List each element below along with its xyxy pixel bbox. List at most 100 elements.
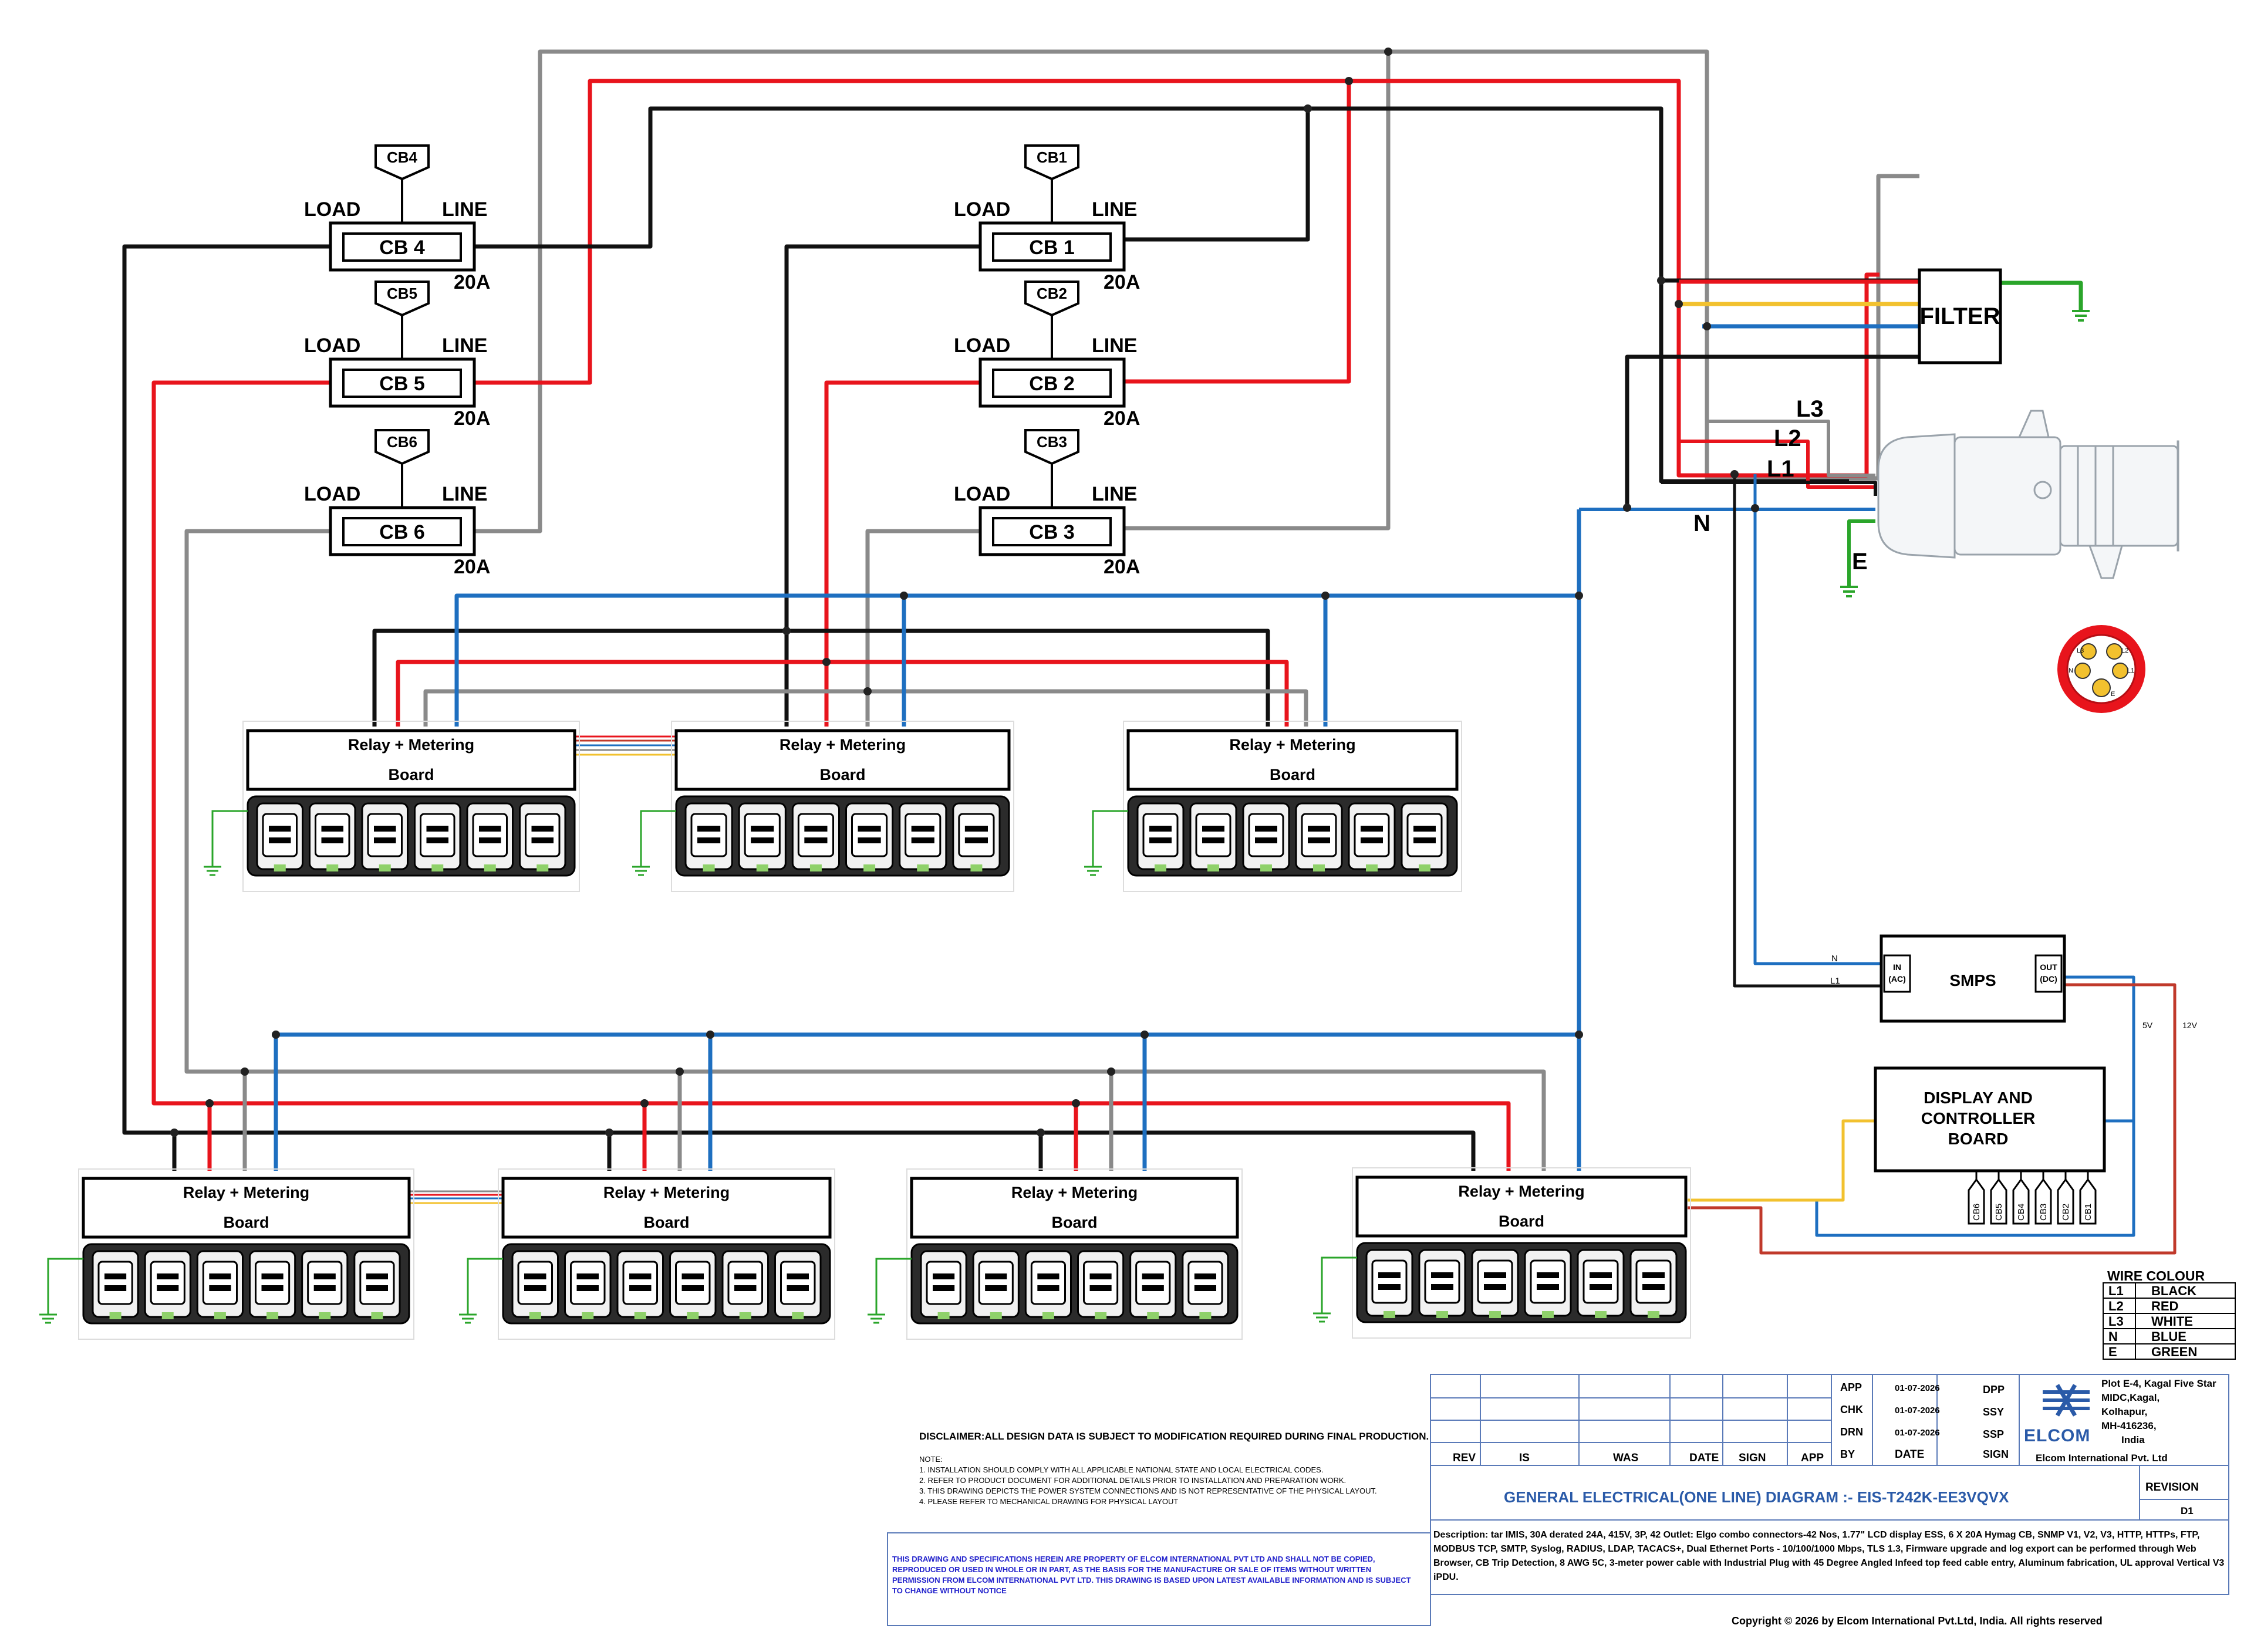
disclaimer: DISCLAIMER:ALL DESIGN DATA IS SUBJECT TO…: [919, 1431, 1429, 1442]
wire-cb5-load: [151, 380, 1511, 1171]
address: Plot E-4, Kagal Five Star MIDC,Kagal, Ko…: [2101, 1377, 2216, 1447]
wire-plug-l2: [1679, 440, 1875, 489]
board-subtitle: Board: [819, 766, 865, 783]
cb6-load: LOAD: [304, 483, 360, 505]
notes: NOTE: 1. INSTALLATION SHOULD COMPLY WITH…: [919, 1454, 1377, 1507]
wire-code: L1: [2108, 1283, 2124, 1298]
rev-header: WAS: [1613, 1452, 1638, 1464]
cb2-rating: 20A: [1104, 407, 1140, 430]
display-cb-tag: CB3: [2034, 1171, 2052, 1225]
approval-sign: SSP: [1983, 1428, 2004, 1440]
note-2: 2. REFER TO PRODUCT DOCUMENT FOR ADDITIO…: [919, 1476, 1347, 1485]
pin-l1: L1: [2127, 667, 2134, 674]
outlet-icon: [144, 1250, 191, 1319]
approval-sign: DPP: [1983, 1384, 2005, 1396]
outlet-icon: [1189, 802, 1237, 871]
wire-smps-l1: [1733, 474, 1881, 988]
cb3-tag: CB3: [1037, 433, 1067, 451]
wire-smps-12v: [1688, 983, 2177, 1255]
outlet-icon: [1129, 1250, 1177, 1319]
smps: IN (AC) OUT (DC) SMPS N L1 5V 12V: [1830, 934, 2198, 1030]
company-name: Elcom International Pvt. Ltd: [2036, 1452, 2168, 1464]
address-line-0: Plot E-4, Kagal Five Star: [2101, 1378, 2216, 1389]
outlet-icon: [1524, 1249, 1572, 1318]
outlet-icon: [196, 1250, 244, 1319]
plug-l2-label: L2: [1774, 425, 1801, 451]
outlet-icon: [972, 1250, 1020, 1319]
wire-plug-l1: [1661, 481, 1877, 496]
smps-out-dc-label: (DC): [2040, 974, 2057, 984]
plug-n-label: N: [1693, 511, 1710, 536]
approval-sign: SSY: [1983, 1406, 2004, 1418]
rev-header: APP: [1801, 1452, 1824, 1464]
display-cb-tag: CB6: [1968, 1171, 1985, 1225]
outlet-icon: [738, 802, 787, 871]
cb4-label: CB 4: [379, 237, 425, 259]
display-cb-tag-label: CB4: [2016, 1204, 2026, 1221]
outlet-icon: [952, 802, 1001, 871]
industrial-plug: L3 L2 L1 N E: [1693, 396, 2179, 713]
display-cb-tag-label: CB5: [1994, 1204, 2004, 1221]
outlet-icon: [1077, 1250, 1125, 1319]
outlet-icon: [791, 802, 841, 871]
wire-cb2-load: [824, 380, 980, 727]
wire-l1-cb4: [470, 106, 1849, 484]
board-title: Relay + Metering: [1229, 736, 1355, 754]
cb6-tag: CB6: [387, 433, 417, 451]
display-line3: BOARD: [1948, 1130, 2009, 1148]
cb1-load: LOAD: [954, 198, 1010, 221]
outlet-icon: [1401, 802, 1449, 871]
outlet-icon: [301, 1250, 349, 1319]
wire-l2-cb2: [1124, 81, 1351, 384]
cb4-rating: 20A: [454, 271, 490, 293]
outlet-icon: [92, 1250, 139, 1319]
wire-l3-cb3: [1124, 52, 1391, 531]
smps-in-label: IN: [1893, 962, 1901, 972]
cb5-tag: CB5: [387, 285, 417, 302]
display-cb-tag: CB1: [2079, 1171, 2097, 1225]
address-line-4: India: [2121, 1434, 2145, 1445]
display-cb-tag-label: CB2: [2061, 1204, 2071, 1221]
wire-cb1-load: [784, 244, 980, 727]
approval-role: BY: [1840, 1448, 1855, 1460]
smps-12v-label: 12V: [2182, 1021, 2198, 1030]
outlet-icon: [1348, 802, 1396, 871]
revision-label: REVISION: [2145, 1481, 2199, 1494]
rev-header: SIGN: [1739, 1452, 1766, 1464]
wire-smps-n: [1753, 474, 1881, 965]
cb5-load: LOAD: [304, 335, 360, 357]
cb6-rating: 20A: [454, 556, 490, 578]
wire-cb6-load: [184, 529, 1546, 1171]
wire-l1-cb1: [1124, 109, 1310, 242]
board-title: Relay + Metering: [348, 736, 474, 754]
outlet-icon: [1136, 802, 1185, 871]
pin-l2: L2: [2121, 647, 2128, 654]
outlet-icon: [920, 1250, 967, 1319]
cb4-line: LINE: [442, 198, 487, 221]
elcom-logo-icon: [2043, 1384, 2090, 1417]
approval-date: 01-07-2026: [1895, 1406, 1940, 1415]
outlet-icon: [899, 802, 947, 871]
outlet-icon: [466, 802, 514, 871]
approval-date: DATE: [1895, 1448, 1924, 1461]
cb5-label: CB 5: [379, 373, 424, 395]
display-line1: DISPLAY AND: [1924, 1089, 2033, 1107]
wire-filter-earth: [2000, 281, 2083, 311]
cb3-label: CB 3: [1029, 521, 1074, 543]
cb1-label: CB 1: [1029, 237, 1074, 259]
outlet-icon: [1418, 1249, 1466, 1318]
note-1: 1. INSTALLATION SHOULD COMPLY WITH ALL A…: [919, 1465, 1324, 1474]
wire-code: E: [2108, 1344, 2117, 1359]
cb2-line: LINE: [1092, 335, 1137, 357]
